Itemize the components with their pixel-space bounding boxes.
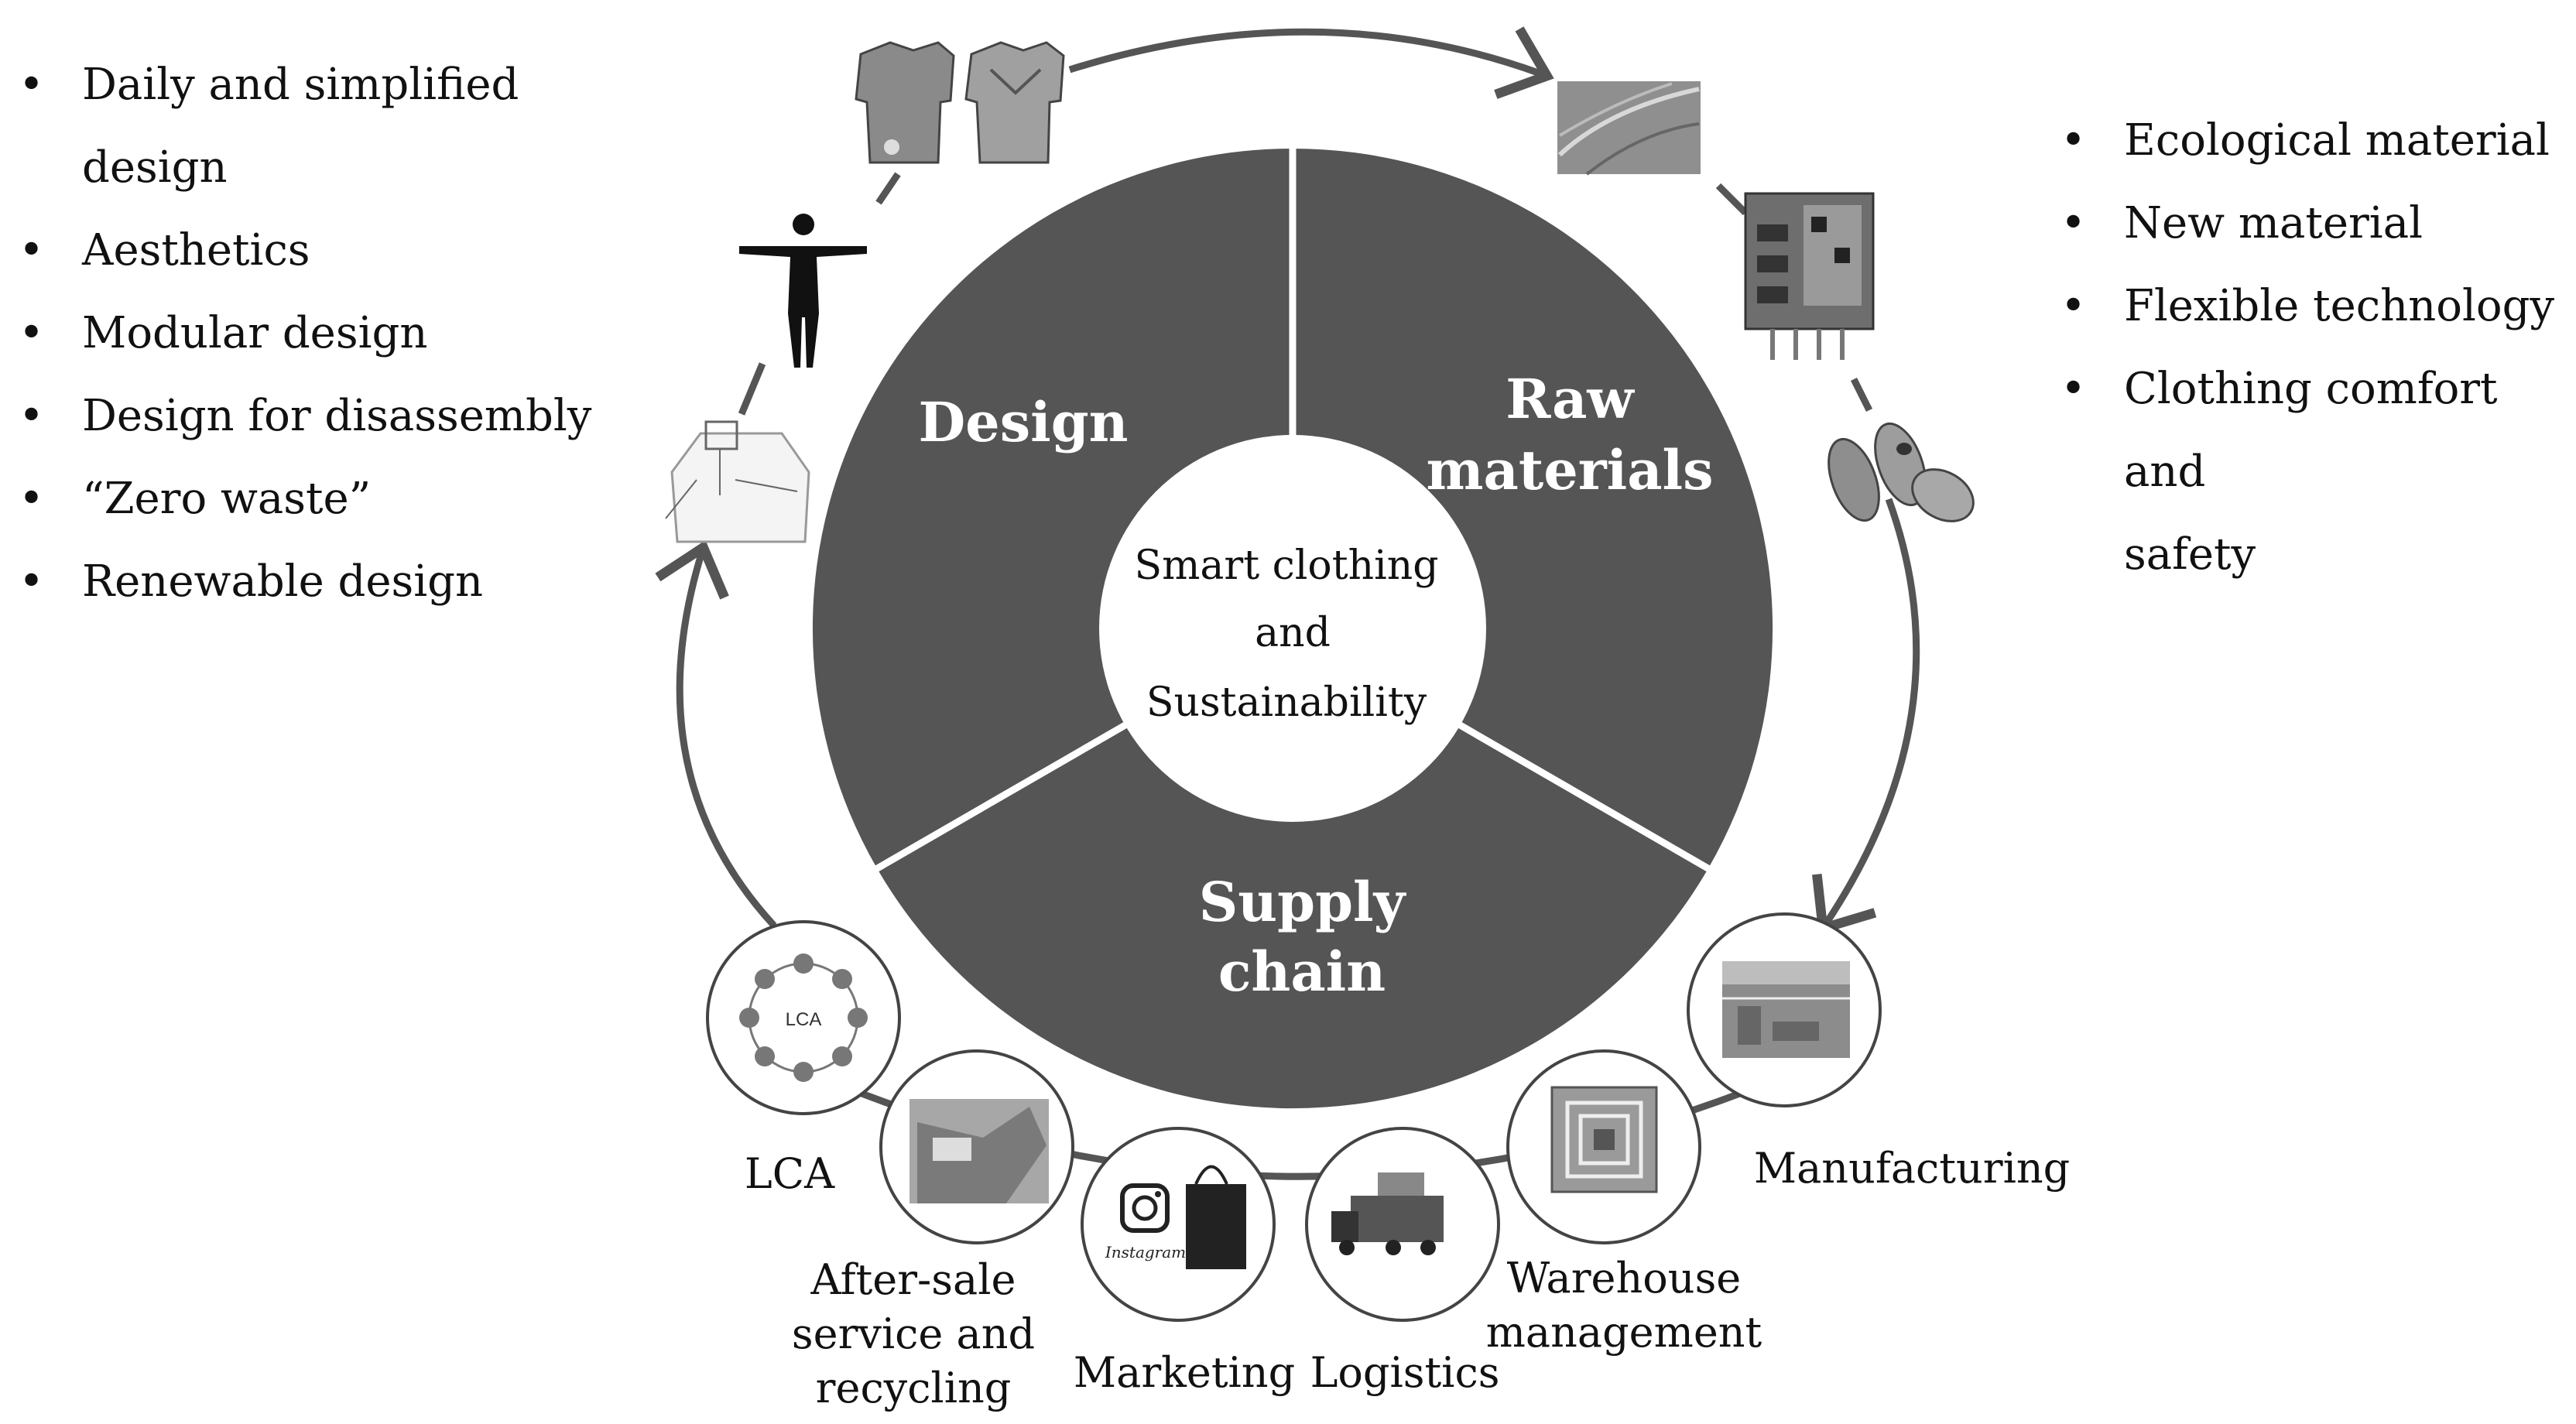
logistics-step	[1305, 1127, 1500, 1322]
marketing-step: Instagram	[1081, 1127, 1276, 1322]
manufacturing-step	[1687, 912, 1882, 1107]
fabric-texture-icon	[1557, 81, 1701, 176]
design-point: “Zero waste”	[8, 457, 596, 540]
instagram-icon	[1120, 1183, 1170, 1233]
step-label-marketing: Marketing	[1074, 1348, 1295, 1397]
garment-sketch-icon	[665, 420, 810, 543]
center-title: Smart clothing	[1134, 543, 1438, 589]
center-title: Sustainability	[1146, 679, 1427, 726]
rfid-tag-icon	[1550, 1086, 1658, 1193]
circuit-board-icon	[1744, 192, 1875, 360]
step-label-lca: LCA	[745, 1149, 835, 1198]
design-point: Aesthetics	[8, 209, 596, 292]
segment-label-design: Design	[918, 390, 1128, 454]
segment-label-supply-chain: Supply	[1199, 870, 1407, 934]
design-point: Renewable design	[8, 540, 596, 623]
after-sale-step	[879, 1049, 1074, 1244]
cycle-arrow-left	[655, 539, 777, 929]
connector-left	[738, 362, 766, 416]
segment-label-raw-materials: Raw	[1506, 367, 1635, 431]
lca-step: LCA	[706, 920, 901, 1115]
design-point: Design for disassembly	[8, 375, 596, 457]
lca-cycle-icon	[739, 953, 868, 1082]
human-figure-icon	[739, 214, 867, 368]
shopping-bag-icon	[1186, 1165, 1246, 1269]
cycle-arrow-top	[1068, 26, 1554, 99]
design-point: Daily and simplified design	[8, 43, 596, 209]
repair-photo-icon	[909, 1099, 1049, 1203]
warehouse-step	[1506, 1049, 1701, 1244]
smart-shirt-icon	[855, 41, 1065, 164]
center-title: and	[1255, 610, 1331, 656]
connector-right-1	[1715, 183, 1749, 216]
step-label-after-sale: recycling	[816, 1364, 1012, 1412]
main-wheel	[812, 147, 1773, 1109]
step-label-warehouse: management	[1486, 1308, 1762, 1357]
segment-label-raw-materials: materials	[1426, 438, 1713, 502]
material-points-list: Ecological material New material Flexibl…	[2050, 99, 2576, 596]
step-label-after-sale: service and	[792, 1309, 1035, 1358]
design-point: Modular design	[8, 292, 596, 375]
truck-icon	[1331, 1172, 1444, 1255]
segment-label-supply-chain: chain	[1218, 940, 1386, 1004]
connector-top-left	[875, 172, 901, 205]
lca-badge-text: LCA	[786, 1009, 822, 1030]
step-label-logistics: Logistics	[1310, 1348, 1500, 1397]
step-label-manufacturing: Manufacturing	[1754, 1144, 2070, 1193]
fiber-roll-icon	[1828, 422, 1975, 522]
connector-right-2	[1850, 377, 1873, 412]
design-points-list: Daily and simplified design Aesthetics M…	[8, 43, 596, 623]
material-point: Flexible technology	[2050, 265, 2576, 347]
step-label-warehouse: Warehouse	[1507, 1254, 1742, 1302]
instagram-wordmark: Instagram	[1105, 1243, 1186, 1261]
step-label-after-sale: After-sale	[810, 1255, 1016, 1304]
material-point: Ecological material	[2050, 99, 2576, 182]
cycle-arrow-right	[1812, 498, 1920, 935]
material-point: New material	[2050, 182, 2576, 265]
center-hub	[1099, 435, 1486, 822]
material-point: Clothing comfort and safety	[2050, 347, 2576, 596]
factory-photo-icon	[1722, 961, 1850, 1058]
